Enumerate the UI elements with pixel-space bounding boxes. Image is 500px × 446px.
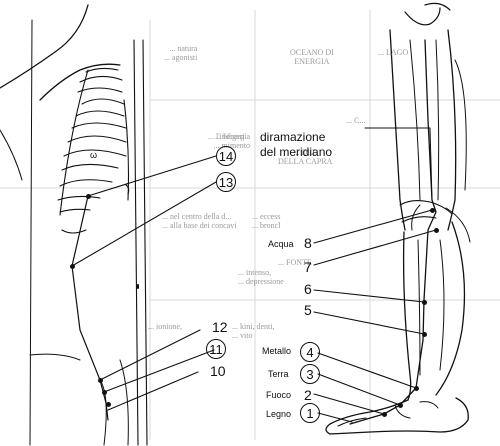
leg-outline-back [447,29,457,231]
bg-bottom-left: ... ionione, [148,322,182,331]
shoulder-outline [0,4,89,89]
point-6-dot [422,300,427,305]
bg-text-mid-right: ... l'energia ... mimento [213,132,250,151]
branch-label-line1: diramazione [260,130,326,144]
element-label-fuoco: Fuoco [266,390,292,400]
point-10-label: 10 [210,363,226,379]
bg-row3-right: ... eccess ... broncl [252,212,281,231]
left-leader-lines [71,155,217,411]
leg-leader-lines [313,209,437,423]
point-2-label: 2 [304,387,312,403]
element-label-terra: Terra [268,369,289,379]
bg-row2-mid: ... DEL DELLA CAPRA [278,148,333,167]
body-side-line [29,19,33,446]
point-4-dot [414,386,419,391]
bg-header-lago: ... LAGO [378,48,409,57]
point-14-dot [86,194,91,199]
bg-text-mid-left: ... l'indigeri [208,132,245,141]
point-3-label: 3 [300,364,320,384]
point-13-label: 13 [216,172,236,192]
hip-line [29,353,81,361]
point-13-dot [70,264,75,269]
chest-outline [39,63,121,101]
knee-outline [404,7,441,26]
point-12-dot [98,378,103,383]
arm-outline [0,129,23,181]
svg-text:ω: ω [90,150,97,160]
point-8-label: 8 [304,235,312,251]
point-7-dot [434,228,439,233]
midline-2 [142,39,148,446]
point-3-dot [398,403,403,408]
point-5-dot [422,332,427,337]
point-1-label: 1 [300,403,320,423]
midline-1 [133,39,139,446]
point-14-label: 14 [216,146,236,166]
point-11-label: 11 [206,339,226,359]
point-5-label: 5 [304,302,312,318]
point-6-label: 6 [304,281,312,297]
point-12-label: 12 [212,319,228,335]
leg-outline-front [389,29,406,231]
bg-text-top-left: ... natura ... agonisti [164,44,198,63]
bg-bottom-left2: ... kini, denti, ... vito [232,322,275,341]
element-label-legno: Legno [266,409,292,419]
bg-row3-mid: ... FONTE [278,258,312,267]
point-4-label: 4 [300,342,320,362]
point-7-label: 7 [304,259,312,275]
bg-header-oceano: OCEANO DI ENERGIA [290,48,334,67]
background-table-grid [0,10,500,440]
thigh-outline-2 [119,359,129,446]
element-label-metallo: Metallo [262,346,292,356]
meridian-line-leg [349,39,437,425]
point-2-dot [382,412,387,417]
shin-outline-front [402,231,412,401]
point-10-dot [106,402,111,407]
bg-row2-top: ... C... [346,116,366,125]
bg-row3-sub: ... intenso, ... depressione [238,268,284,287]
foot-outline [325,397,469,435]
element-label-acqua: Acqua [268,239,294,249]
rib-cage [57,67,130,234]
thigh-outline [99,379,107,446]
point-11-dot [102,390,107,395]
branch-label-line2: del meridiano [260,145,333,159]
bg-row3-left: ... nel centro della d... ... alla base … [162,212,237,231]
point-8-dot [430,208,435,213]
calf-outline [435,221,466,396]
